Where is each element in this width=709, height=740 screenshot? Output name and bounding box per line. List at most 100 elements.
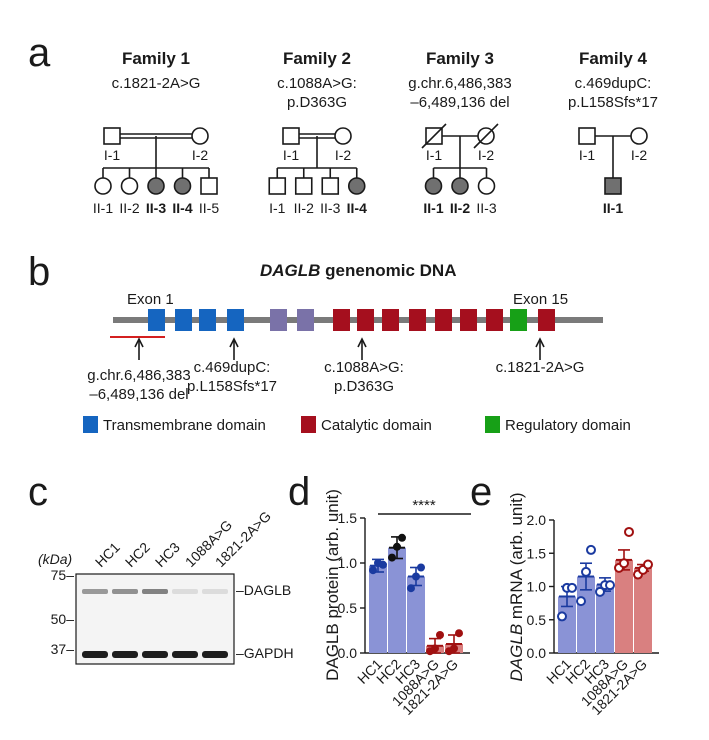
data-point [455, 629, 463, 638]
exon-8-catalytic [357, 309, 374, 331]
family-4-mutation-line: c.469dupC: [575, 75, 652, 92]
family-1-child-symbol [173, 177, 192, 195]
family-3-mother-deceased-mark [473, 123, 499, 149]
data-point [417, 563, 425, 572]
kda-marker: 50– [51, 611, 75, 627]
family-2-child-label: I-1 [269, 200, 286, 216]
gapdh-band [142, 651, 168, 658]
chart-e: 0.00.51.01.52.0HC1HC2HC31088A>G1821-2A>G… [507, 493, 659, 718]
exon-3-transmembrane [199, 309, 216, 331]
bar-HC1 [369, 565, 387, 653]
data-point [557, 611, 567, 622]
data-point [581, 566, 591, 577]
family-4-parent-label: I-2 [631, 147, 648, 163]
gapdh-band [172, 651, 198, 658]
family-1-child-symbol [94, 177, 112, 195]
family-3-mutation-line: g.chr.6,486,383 [408, 75, 511, 92]
y-tick-label: 0.5 [527, 612, 547, 628]
family-2-mutation-line: c.1088A>G: [277, 75, 357, 92]
family-3-child-symbol [451, 177, 469, 195]
data-point [379, 560, 387, 569]
panel-e-label: e [470, 470, 492, 514]
exon-9-catalytic [382, 309, 399, 331]
y-tick-label: 0.0 [338, 645, 358, 661]
gene-title-rest: genenomic DNA [320, 261, 456, 280]
family-1-father [103, 127, 121, 145]
gapdh-band [202, 651, 228, 658]
domain-legend: Transmembrane domain Catalytic domain Re… [83, 416, 631, 434]
family-3-child-label: II-3 [476, 200, 496, 216]
mutation-arrow-head [535, 337, 545, 348]
family-3-title: Family 3 [426, 49, 494, 68]
mutation-label-line: –6,489,136 del [89, 386, 188, 403]
exon-13-catalytic [486, 309, 503, 331]
family-1-parent-label: I-2 [192, 147, 209, 163]
western-blot: HC1HC2HC31088A>G1821-2A>G75–50–37––DAGLB… [51, 508, 294, 665]
data-point [586, 544, 596, 555]
family-2-child-symbol [347, 177, 366, 195]
legend-swatch-transmembrane [83, 416, 98, 433]
family-2-title: Family 2 [283, 49, 351, 68]
family-3-child-symbol [424, 177, 443, 195]
family-1-title: Family 1 [122, 49, 190, 68]
chart-d: 0.00.51.01.5HC1HC2HC31088A>G1821-2A>GDAG… [323, 489, 471, 718]
data-point [369, 566, 377, 575]
bar-HC2 [388, 547, 406, 653]
legend-label-transmembrane: Transmembrane domain [103, 417, 266, 434]
exon-11-catalytic [435, 309, 452, 331]
daglb-band [112, 589, 138, 594]
exon-1-label: Exon 1 [127, 291, 174, 308]
exon-6-linker [297, 309, 314, 331]
exon-15-catalytic [538, 309, 555, 331]
family-4-mother [630, 127, 648, 145]
mutation-label-line: c.469dupC: [194, 359, 271, 376]
y-tick-label: 1.5 [527, 545, 547, 561]
daglb-band [82, 589, 108, 594]
family-1-child-symbol [120, 177, 139, 195]
y-tick-label: 0.0 [527, 645, 547, 661]
data-point [619, 558, 629, 569]
exon-2-transmembrane [175, 309, 192, 331]
data-point [624, 526, 634, 537]
data-point [388, 553, 396, 562]
exon-10-catalytic [409, 309, 426, 331]
daglb-band [142, 589, 168, 594]
gene-title: DAGLB genenomic DNA [260, 261, 456, 280]
bar-HC2 [577, 576, 595, 653]
family-1-mother [191, 127, 209, 145]
family-2-mother [334, 127, 352, 145]
family-2-mutation-line: p.D363G [287, 94, 347, 111]
band-label-daglb: –DAGLB [236, 582, 291, 598]
data-point [436, 631, 444, 639]
family-1-child-label: II-4 [172, 200, 192, 216]
family-2-parent-label: I-1 [283, 147, 300, 163]
data-point [567, 582, 577, 593]
panel-b-label: b [28, 250, 50, 294]
lane-label: HC1 [92, 539, 123, 570]
family-3-mutation-line: –6,489,136 del [410, 94, 509, 111]
lane-label: HC3 [152, 539, 183, 570]
panel-a-label: a [28, 31, 51, 75]
exon-14-regulatory [510, 309, 527, 331]
family-3-child-label: II-1 [423, 200, 443, 216]
blot-frame [75, 573, 235, 665]
y-axis-label-gene: DAGLB [507, 624, 526, 682]
y-axis-label: DAGLB mRNA (arb. unit) [507, 493, 526, 682]
family-1-child-label: II-1 [93, 200, 113, 216]
y-tick-label: 1.0 [527, 579, 547, 595]
family-3-child-label: II-2 [450, 200, 470, 216]
y-axis-label-rest: mRNA (arb. unit) [507, 493, 526, 624]
family-1-child-label: II-3 [146, 200, 166, 216]
family-2-child-label: II-2 [294, 200, 314, 216]
family-2-parent-label: I-2 [335, 147, 352, 163]
family-1-parent-label: I-1 [104, 147, 121, 163]
gapdh-band [112, 651, 138, 658]
family-1-child-symbol [200, 177, 218, 195]
family-2-child-symbol [321, 177, 340, 195]
kda-label: (kDa) [38, 551, 72, 567]
data-point [450, 644, 458, 653]
family-1-child-symbol [147, 177, 165, 195]
family-1-mutation-line: c.1821-2A>G [112, 75, 201, 92]
kda-marker: 37– [51, 641, 75, 657]
